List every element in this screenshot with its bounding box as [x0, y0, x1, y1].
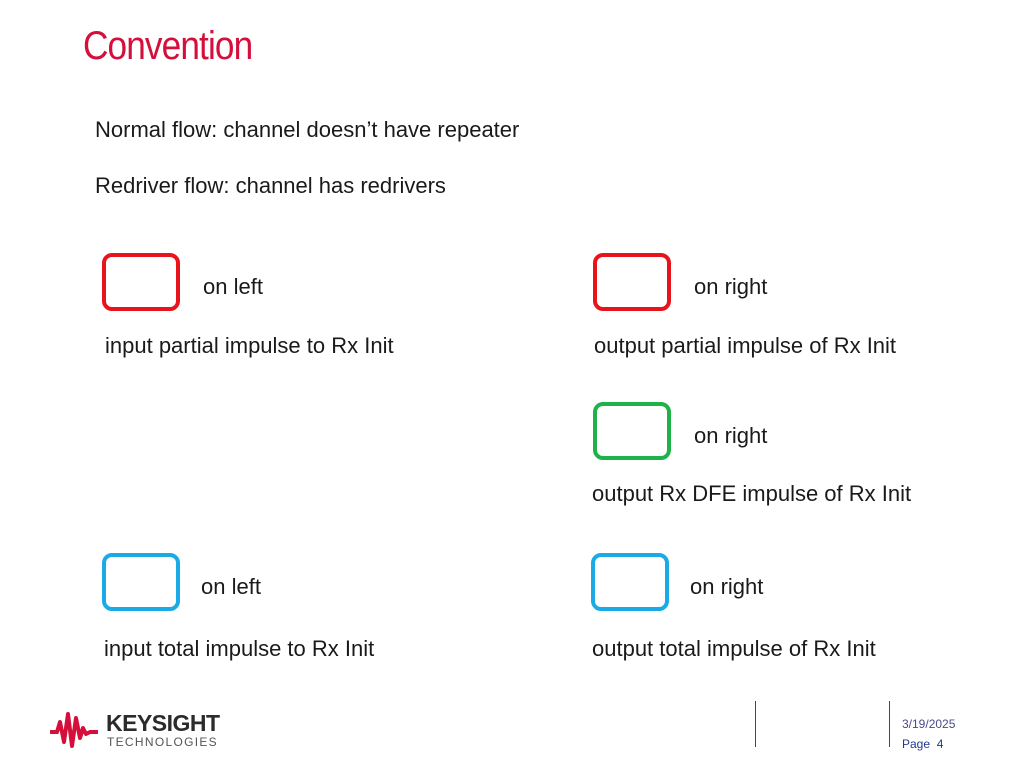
footer-date: 3/19/2025 [902, 717, 956, 731]
footer-page: Page 4 [902, 737, 943, 751]
blue-rounded-box [102, 553, 180, 611]
logo-subtitle: TECHNOLOGIES [107, 735, 218, 749]
legend-caption: output Rx DFE impulse of Rx Init [592, 481, 912, 506]
green-rounded-box [593, 402, 671, 460]
side-label-on-left: on left [203, 274, 263, 299]
keysight-wave-logo-icon [49, 708, 99, 752]
red-rounded-box [593, 253, 671, 311]
footer-divider [755, 701, 756, 747]
legend-caption: input partial impulse to Rx Init [105, 333, 394, 358]
blue-rounded-box [591, 553, 669, 611]
footer-divider [889, 701, 890, 747]
logo-wordmark: KEYSIGHT [106, 710, 220, 736]
redriver-flow-line: Redriver flow: channel has redrivers [95, 173, 446, 198]
page-label: Page [902, 737, 931, 751]
normal-flow-line: Normal flow: channel doesn’t have repeat… [95, 117, 520, 142]
side-label-on-right: on right [694, 274, 768, 299]
legend-caption: output partial impulse of Rx Init [594, 333, 897, 358]
slide-title: Convention [83, 24, 253, 68]
side-label-on-right: on right [694, 423, 768, 448]
side-label-on-left: on left [201, 574, 261, 599]
legend-caption: input total impulse to Rx Init [104, 636, 375, 661]
legend-caption: output total impulse of Rx Init [592, 636, 876, 661]
red-rounded-box [102, 253, 180, 311]
side-label-on-right: on right [690, 574, 764, 599]
page-number: 4 [936, 737, 944, 751]
